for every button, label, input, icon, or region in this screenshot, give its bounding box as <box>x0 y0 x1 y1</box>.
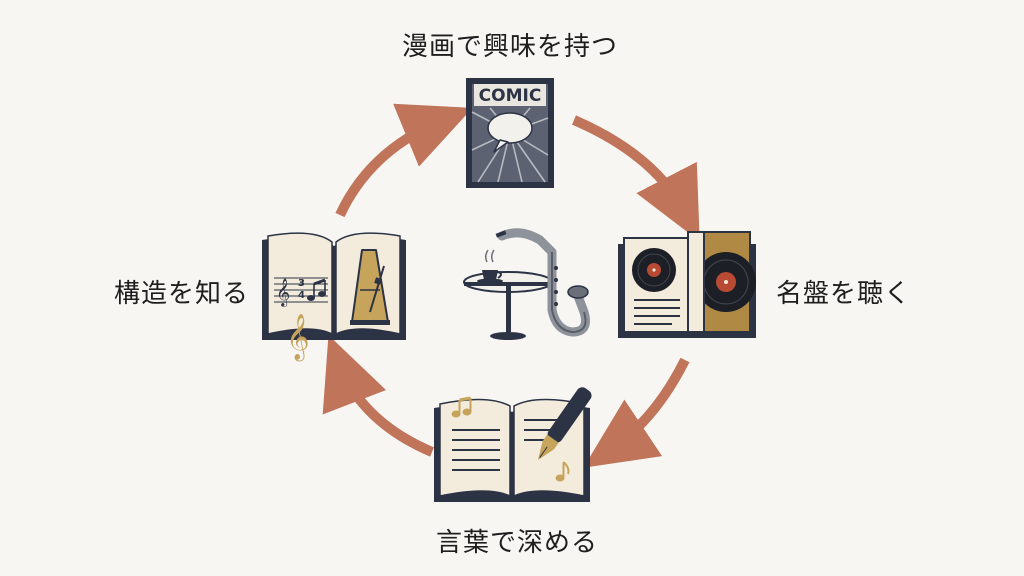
cycle-arrows <box>322 103 700 468</box>
svg-text:𝄞: 𝄞 <box>286 314 310 362</box>
cafe-table-saxophone-icon <box>463 228 590 340</box>
time-signature-top: 3 <box>298 278 305 289</box>
arrow-words-to-structure <box>322 335 434 457</box>
time-signature-bottom: 4 <box>298 290 305 301</box>
svg-text:𝄞: 𝄞 <box>276 278 290 307</box>
arrow-comic-to-records <box>572 115 700 242</box>
music-theory-book-icon: 𝄞 3 4 𝄞 <box>262 232 406 362</box>
comic-cover-title: COMIC <box>479 86 542 106</box>
vinyl-record-book-icon <box>618 231 756 338</box>
arrow-structure-to-comic <box>335 103 473 218</box>
arrow-records-to-words <box>583 357 690 468</box>
step-label-structure: 構造を知る <box>114 279 250 309</box>
comic-book-icon: COMIC <box>466 78 554 188</box>
step-label-words: 言葉で深める <box>436 528 599 558</box>
step-label-comic: 漫画で興味を持つ <box>402 32 619 62</box>
step-label-records: 名盤を聴く <box>776 279 912 309</box>
notebook-fountain-pen-icon <box>434 387 592 502</box>
